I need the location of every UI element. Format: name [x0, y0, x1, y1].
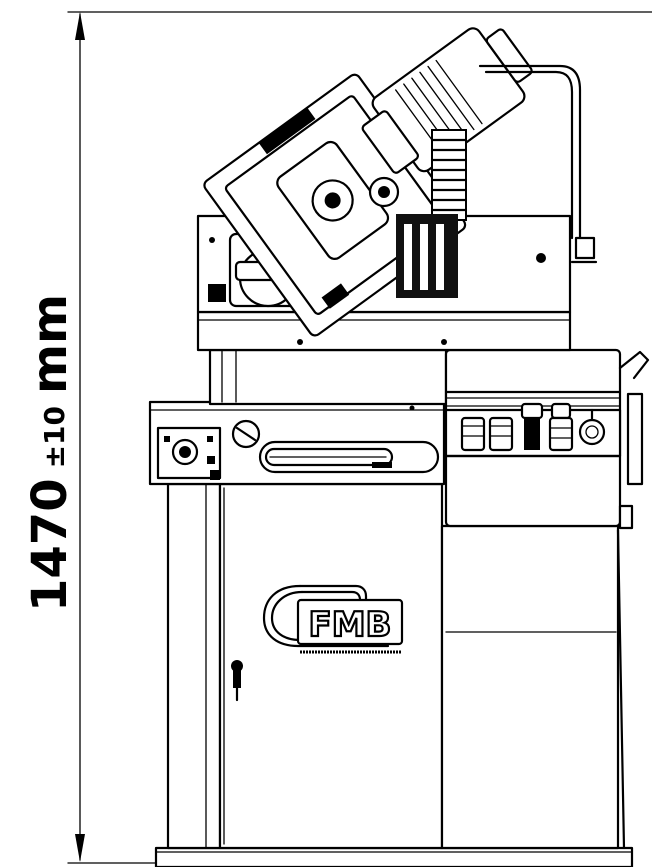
- left-leg: [166, 482, 222, 850]
- motor: [361, 27, 533, 174]
- cabinet-door: [218, 482, 444, 850]
- dimension-unit: mm: [22, 294, 78, 394]
- side-lever: [618, 350, 650, 380]
- tension-spring: [430, 129, 468, 221]
- button-3-icon: [520, 402, 544, 420]
- bottom-arrow-icon: [75, 834, 85, 862]
- button-4-icon: [550, 402, 572, 420]
- dimension-tolerance: ±10: [38, 406, 71, 468]
- control-housing: [444, 348, 650, 530]
- button-1-icon: [460, 416, 486, 452]
- button-2-icon: [488, 416, 514, 452]
- dimension-label: 1470 ±10 mm: [22, 294, 78, 612]
- height-dimension: 1470 ±10 mm: [22, 11, 652, 864]
- side-bracket: [626, 392, 644, 486]
- fmb-logo: FMB: [262, 584, 404, 654]
- dimension-value: 1470: [22, 478, 78, 612]
- saw-head: [203, 27, 582, 337]
- door-lock-icon: [231, 660, 243, 702]
- clamp: [574, 236, 596, 260]
- upper-column: [208, 348, 448, 406]
- base-plinth: [154, 846, 634, 867]
- right-column: [440, 524, 620, 850]
- table-top: [196, 310, 572, 352]
- svg-text:1470±10mm: 1470 ±10 mm: [22, 294, 78, 612]
- control-shelf: [148, 400, 446, 486]
- top-arrow-icon: [75, 12, 85, 40]
- coolant-pipe: [478, 64, 582, 240]
- logo-text: FMB: [309, 605, 392, 645]
- control-buttons: [460, 402, 606, 452]
- base-cabinet: [154, 482, 634, 867]
